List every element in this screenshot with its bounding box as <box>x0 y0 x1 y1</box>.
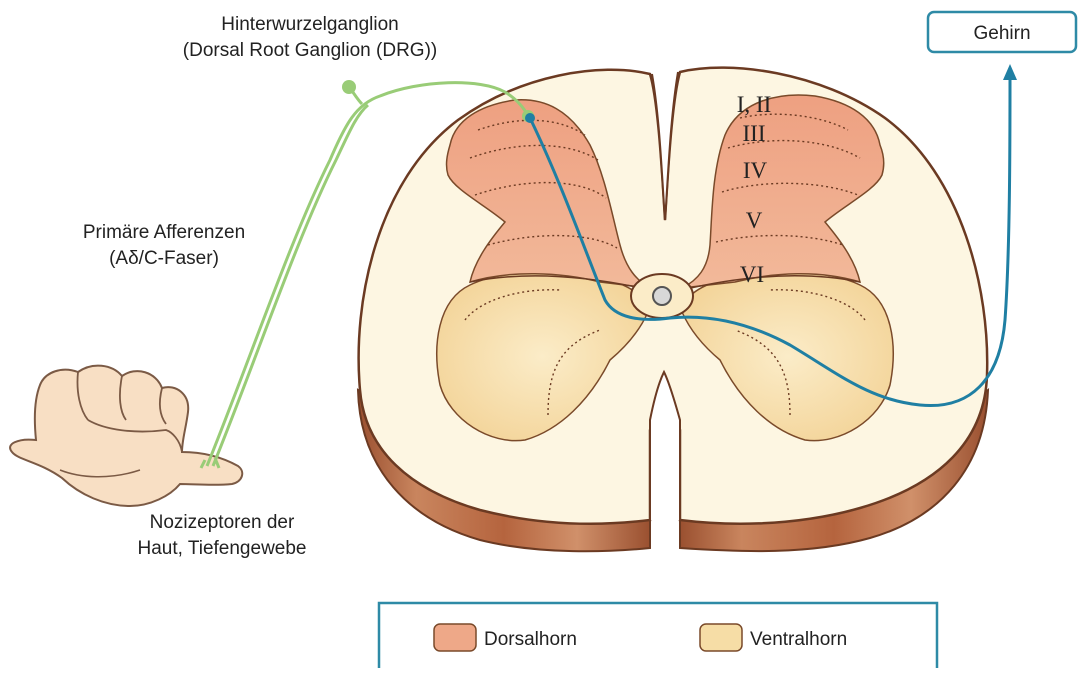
drg-cell-body <box>342 80 356 94</box>
brain-box: Gehirn <box>928 12 1076 52</box>
lamina-label-VI: VI <box>740 262 764 287</box>
legend: Dorsalhorn Ventralhorn <box>379 603 937 668</box>
hand-illustration <box>10 366 242 506</box>
afferent-label-line1: Primäre Afferenzen <box>83 222 245 243</box>
lamina-label-I-II: I, II <box>737 92 771 117</box>
nociceptor-label-line2: Haut, Tiefengewebe <box>137 538 306 559</box>
projection-neuron-soma <box>525 113 535 123</box>
arrow-head-icon <box>1003 64 1017 80</box>
nociceptor-label-line1: Nozizeptoren der <box>150 512 295 533</box>
legend-swatch-ventral <box>700 624 742 651</box>
legend-label-dorsal: Dorsalhorn <box>484 629 577 650</box>
drg-label-line1: Hinterwurzelganglion <box>221 14 398 35</box>
central-canal <box>631 274 693 318</box>
lamina-label-V: V <box>746 208 763 233</box>
legend-swatch-dorsal <box>434 624 476 651</box>
lamina-label-III: III <box>743 121 766 146</box>
brain-label: Gehirn <box>973 23 1030 44</box>
legend-label-ventral: Ventralhorn <box>750 629 847 650</box>
afferent-label-line2: (Aδ/C-Faser) <box>109 248 219 269</box>
drg-label-line2: (Dorsal Root Ganglion (DRG)) <box>183 40 437 61</box>
lamina-label-IV: IV <box>743 158 768 183</box>
